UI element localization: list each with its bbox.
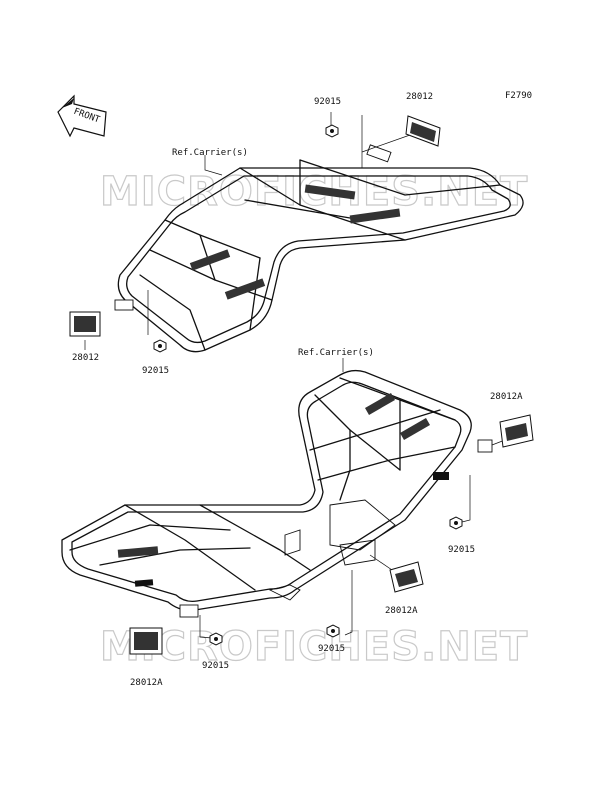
rear-carrier <box>61 369 493 618</box>
label-28012A-bottom: 28012A <box>130 678 163 688</box>
front-carrier <box>114 144 524 353</box>
reflector-28012A-mid <box>389 561 424 593</box>
label-92015-mid: 92015 <box>318 644 345 654</box>
reflector-28012A-bottom <box>129 627 163 655</box>
label-92015-bottom: 92015 <box>202 661 229 671</box>
label-92015-left: 92015 <box>142 366 169 376</box>
label-28012A-mid: 28012A <box>385 606 418 616</box>
reflector-28012-left <box>69 311 101 337</box>
nut-92015-right <box>449 516 463 530</box>
label-92015-top: 92015 <box>314 97 341 107</box>
label-28012-left: 28012 <box>72 353 99 363</box>
label-ref-carrier-top: Ref.Carrier(s) <box>172 148 248 158</box>
label-28012A-right: 28012A <box>490 392 523 402</box>
label-ref-carrier-bottom: Ref.Carrier(s) <box>298 348 374 358</box>
leader-nut-mid <box>344 570 353 636</box>
label-92015-right: 92015 <box>448 545 475 555</box>
leader-nut-right <box>461 475 471 523</box>
label-28012-top: 28012 <box>406 92 433 102</box>
reflector-28012-top <box>405 115 441 147</box>
reflector-28012A-right <box>499 414 534 448</box>
leader-reflector-mid <box>369 554 396 573</box>
nut-92015-left <box>153 339 167 353</box>
nut-92015-mid <box>326 624 340 638</box>
leader-reflector-top-b <box>361 134 411 153</box>
nut-92015-top <box>325 124 339 138</box>
figure-code: F2790 <box>505 91 532 101</box>
front-arrow-icon: FRONT <box>57 94 107 138</box>
leader-ref-top <box>204 155 223 176</box>
nut-92015-bottom <box>209 632 223 646</box>
leader-nut-bottom <box>199 615 213 639</box>
watermark-bottom: MICROFICHES.NET <box>100 624 528 670</box>
